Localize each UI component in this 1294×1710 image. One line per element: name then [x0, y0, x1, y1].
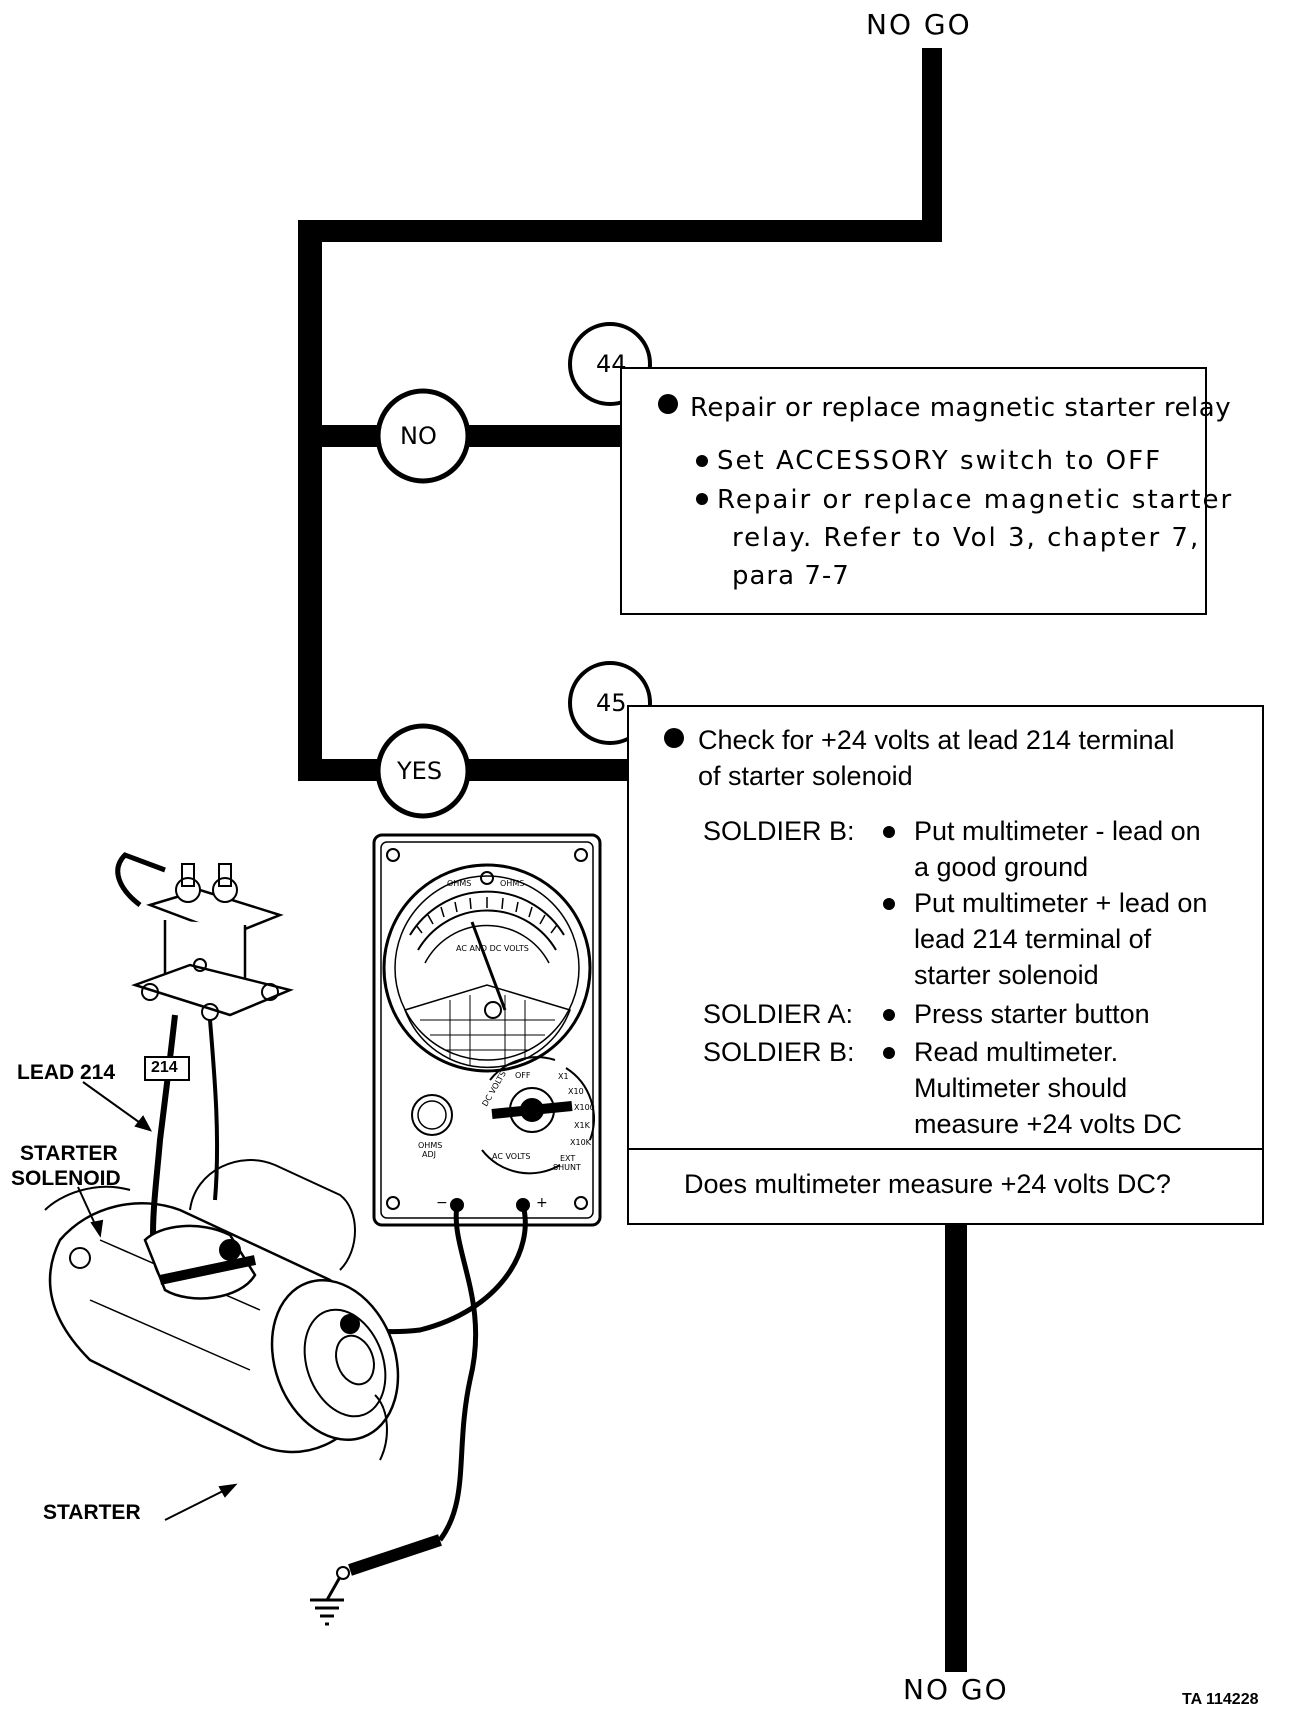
flow-line-top-horizontal: [298, 220, 942, 242]
meter-ext-2: SHUNT: [553, 1164, 581, 1172]
step-45-bullet: [664, 728, 684, 748]
meter-ohms-left: OHMS: [447, 880, 471, 888]
meter-x100: X100: [574, 1104, 595, 1112]
step-45-b2-line-3: starter solenoid: [914, 962, 1099, 989]
meter-ext-1: EXT: [560, 1155, 575, 1163]
callout-starter: STARTER: [43, 1502, 141, 1523]
step-44-item-2: Repair or replace magnetic starter: [717, 487, 1233, 513]
meter-off-label: OFF: [515, 1072, 531, 1080]
step-45-title-line-1: Check for +24 volts at lead 214 terminal: [698, 727, 1175, 754]
meter-x10: X10: [568, 1088, 584, 1096]
meter-x1k: X1K: [574, 1122, 590, 1130]
step-44-title: Repair or replace magnetic starter relay: [690, 395, 1231, 421]
step-45-b3-line-3: measure +24 volts DC: [914, 1111, 1182, 1138]
meter-x1: X1: [558, 1073, 569, 1081]
figure-id: TA 114228: [1182, 1692, 1259, 1708]
soldier-a-label: SOLDIER A:: [703, 1001, 853, 1028]
step-45-sub-bullet-4: [883, 1047, 895, 1059]
meter-ac-volts-label: AC VOLTS: [492, 1153, 530, 1161]
meter-minus-jack-label: −: [436, 1196, 448, 1210]
step-45-sub-bullet-1: [883, 826, 895, 838]
step-45-b1-line-1: Put multimeter - lead on: [914, 818, 1201, 845]
step-44-sub-bullet-1: [696, 455, 708, 467]
soldier-b-label-1: SOLDIER B:: [703, 818, 855, 845]
meter-ohms-adj-1: OHMS: [418, 1142, 442, 1150]
meter-ohms-right: OHMS: [500, 880, 524, 888]
step-number-45: 45: [596, 691, 627, 715]
branch-label-no: NO: [400, 424, 437, 448]
lead-214-tag-text: 214: [151, 1060, 178, 1076]
ground-probe: [350, 1540, 440, 1570]
flow-label-bottom-no-go: NO GO: [903, 1676, 1009, 1704]
callout-starter-solenoid-2: SOLENOID: [11, 1168, 121, 1189]
callout-starter-solenoid-1: STARTER: [20, 1143, 118, 1164]
branch-label-yes: YES: [397, 759, 442, 783]
step-44-item-2-cont-1: relay. Refer to Vol 3, chapter 7,: [732, 525, 1200, 551]
step-45-b1-line-2: a good ground: [914, 854, 1088, 881]
step-45-sub-bullet-2: [883, 898, 895, 910]
step-45-b3-line-2: Multimeter should: [914, 1075, 1127, 1102]
starter-motor: [45, 1160, 419, 1460]
step-44-bullet: [658, 394, 678, 414]
step-45-b3-line-1: Read multimeter.: [914, 1039, 1118, 1066]
ground-symbol: [310, 1577, 344, 1624]
meter-ohms-adj-2: ADJ: [422, 1151, 436, 1159]
step-44-item-2-cont-2: para 7-7: [732, 563, 850, 589]
flow-line-top-vertical: [922, 48, 942, 238]
flow-line-left-vertical: [298, 220, 322, 769]
step-45-b2-line-2: lead 214 terminal of: [914, 926, 1151, 953]
step-45-title-line-2: of starter solenoid: [698, 763, 913, 790]
flow-label-top-no-go: NO GO: [866, 11, 972, 39]
flow-line-bottom-vertical: [945, 1223, 967, 1672]
meter-scale-label: AC AND DC VOLTS: [456, 945, 529, 953]
step-45-question: Does multimeter measure +24 volts DC?: [684, 1171, 1171, 1198]
meter-plus-jack-label: +: [536, 1196, 548, 1210]
step-45-divider: [627, 1148, 1264, 1150]
step-44-item-1: Set ACCESSORY switch to OFF: [717, 448, 1162, 474]
callout-lead-214: LEAD 214: [17, 1062, 115, 1083]
soldier-b-label-2: SOLDIER B:: [703, 1039, 855, 1066]
step-45-b2-line-1: Put multimeter + lead on: [914, 890, 1207, 917]
step-44-sub-bullet-2: [696, 493, 708, 505]
step-45-a1-line-1: Press starter button: [914, 1001, 1150, 1028]
meter-x10k: X10K: [570, 1139, 591, 1147]
step-45-sub-bullet-3: [883, 1009, 895, 1021]
